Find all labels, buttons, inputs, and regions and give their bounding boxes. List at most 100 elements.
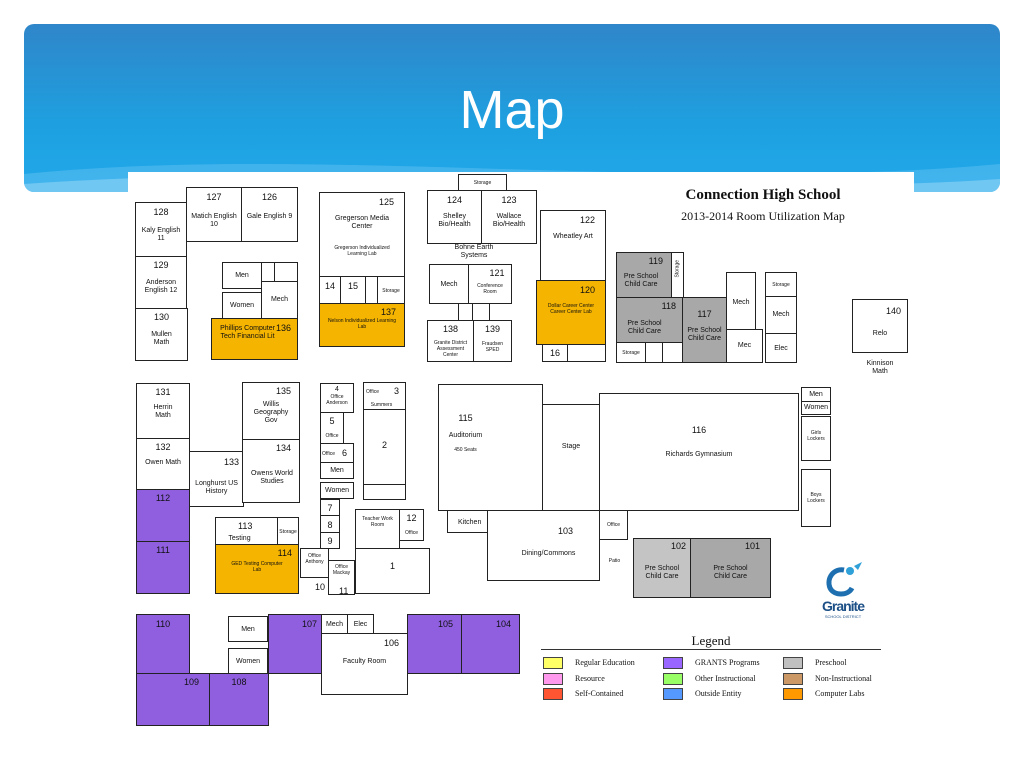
restroom-men[interactable]: Men: [228, 616, 268, 642]
room-124[interactable]: 124 Shelley Bio/Health: [427, 190, 482, 244]
room-15[interactable]: 15: [340, 276, 366, 304]
room-label: Mech: [772, 311, 790, 318]
mechanical-room[interactable]: Mech: [261, 281, 298, 319]
room-label: Fraudsen SPED: [481, 341, 504, 353]
room-16[interactable]: 16: [542, 344, 568, 362]
room-label: Elec: [353, 621, 368, 628]
office-12[interactable]: 12 Office: [399, 509, 424, 541]
room-number: 136: [275, 323, 291, 333]
room-115[interactable]: 115 Auditorium 450 Seats: [438, 384, 543, 511]
room-103[interactable]: 103 Dining/Commons: [487, 510, 600, 581]
room-117[interactable]: 117 Pre School Child Care: [682, 297, 727, 363]
room-127[interactable]: 127 Matich English 10: [186, 187, 242, 242]
storage-room[interactable]: Storage: [277, 517, 299, 545]
room-number: 106: [383, 638, 399, 648]
storage-room[interactable]: Storage: [616, 342, 646, 363]
room-136[interactable]: 136 Phillips Computer Tech Financial Lit: [211, 318, 298, 360]
room-128[interactable]: 128 Kaly English 11: [135, 202, 187, 257]
room-134[interactable]: 134 Owens World Studies: [242, 439, 300, 503]
room-106[interactable]: 106 Faculty Room: [321, 633, 408, 695]
mec-room[interactable]: Mec: [726, 329, 763, 363]
electrical-room[interactable]: Elec: [347, 614, 374, 634]
girls-lockers[interactable]: Girls Lockers: [801, 416, 831, 461]
room-133[interactable]: 133 Longhurst US History: [189, 451, 244, 507]
room-107[interactable]: 107: [268, 614, 322, 674]
mechanical-room[interactable]: Mech: [765, 296, 797, 334]
room-135[interactable]: 135 Willis Geography Gov: [242, 382, 300, 440]
mechanical-room[interactable]: Mech: [321, 614, 348, 634]
room-number: 14: [324, 281, 335, 291]
room-119[interactable]: 119 Pre School Child Care: [616, 252, 672, 298]
room-131[interactable]: 131 Herrin Math: [136, 383, 190, 439]
room-139[interactable]: 139 Fraudsen SPED: [473, 320, 512, 362]
room-114[interactable]: 114 GED Testing Computer Lab: [215, 544, 299, 594]
room-122[interactable]: 122 Wheatley Art: [540, 210, 606, 281]
restroom-women[interactable]: Women: [228, 648, 268, 674]
room-110[interactable]: 110: [136, 614, 190, 674]
office-anthony[interactable]: Office Anthony: [300, 548, 329, 578]
room-1[interactable]: 1: [355, 548, 430, 594]
restroom-men[interactable]: Men: [320, 462, 354, 479]
electrical-room[interactable]: Elec: [765, 333, 797, 363]
room-123[interactable]: 123 Wallace Bio/Health: [481, 190, 537, 244]
office-103[interactable]: Office: [599, 510, 628, 540]
teacher-work-room[interactable]: Teacher Work Room: [355, 509, 400, 549]
room-label: Office: [607, 522, 620, 528]
legend-label: Regular Education: [575, 658, 635, 667]
stage[interactable]: Stage: [542, 404, 600, 511]
room-14[interactable]: 14: [319, 276, 341, 304]
room-140[interactable]: 140 Relo: [852, 299, 908, 353]
room-125[interactable]: 125 Gregerson Media Center Gregerson Ind…: [319, 192, 405, 277]
storage-room[interactable]: Storage: [377, 276, 405, 304]
room-7[interactable]: 7: [320, 499, 340, 516]
room-2[interactable]: 2: [363, 409, 406, 485]
room-120[interactable]: 120 Dollar Career Center Career Center L…: [536, 280, 606, 345]
restroom-women[interactable]: Women: [801, 401, 831, 415]
room-label: Owens World Studies: [251, 470, 293, 485]
room-number: 104: [495, 619, 511, 629]
room-109[interactable]: 109: [136, 673, 210, 726]
room-121[interactable]: 121 Conference Room: [468, 264, 512, 304]
room-126[interactable]: 126 Gale English 9: [241, 187, 298, 242]
storage-room[interactable]: Storage: [671, 252, 684, 298]
boys-lockers[interactable]: Boys Lockers: [801, 469, 831, 527]
restroom-men[interactable]: Men: [222, 262, 262, 289]
restroom-women[interactable]: Women: [222, 292, 262, 319]
room-label: Relo: [872, 330, 888, 337]
room-101[interactable]: 101 Pre School Child Care: [690, 538, 771, 598]
office-mackay[interactable]: Office Mackay: [328, 560, 355, 595]
room-102[interactable]: 102 Pre School Child Care: [633, 538, 691, 598]
room-number: 133: [223, 457, 239, 467]
room-104[interactable]: 104: [461, 614, 520, 674]
room-label: Office Anderson: [326, 394, 348, 406]
storage-room[interactable]: Storage: [765, 272, 797, 297]
office-6[interactable]: Office 6: [320, 443, 354, 463]
room-111[interactable]: 111: [136, 541, 190, 594]
office-3[interactable]: Office 3 Summers: [363, 382, 406, 410]
room-8[interactable]: 8: [320, 515, 340, 533]
room-130[interactable]: 130 Mullen Math: [135, 308, 188, 361]
room-number: 111: [156, 545, 170, 555]
office-5[interactable]: 5 Office: [320, 412, 344, 444]
room-113[interactable]: 113 Testing: [215, 517, 278, 545]
room-118[interactable]: 118 Pre School Child Care: [616, 297, 683, 343]
office-4[interactable]: 4 Office Anderson: [320, 383, 354, 413]
room-137[interactable]: 137 Nelson Individualized Learning Lab: [319, 303, 405, 347]
room-108[interactable]: 108: [209, 673, 269, 726]
room-105[interactable]: 105: [407, 614, 462, 674]
room-label: Granite District Assessment Center: [433, 340, 468, 358]
room-number: 130: [153, 312, 170, 322]
storage-room[interactable]: Storage: [458, 174, 507, 191]
room-129[interactable]: 129 Anderson English 12: [135, 256, 187, 309]
restroom-women[interactable]: Women: [320, 482, 354, 499]
room-132[interactable]: 132 Owen Math: [136, 438, 190, 490]
room-138[interactable]: 138 Granite District Assessment Center: [427, 320, 474, 362]
room-9[interactable]: 9: [320, 532, 340, 549]
mechanical-room[interactable]: Mech: [429, 264, 469, 304]
room-112[interactable]: 112: [136, 489, 190, 542]
closet: [274, 262, 298, 282]
room-label: Women: [325, 487, 349, 494]
room-116[interactable]: 116 Richards Gymnasium: [599, 393, 799, 511]
mechanical-room[interactable]: Mech: [726, 272, 756, 330]
room-number: 128: [153, 207, 169, 217]
